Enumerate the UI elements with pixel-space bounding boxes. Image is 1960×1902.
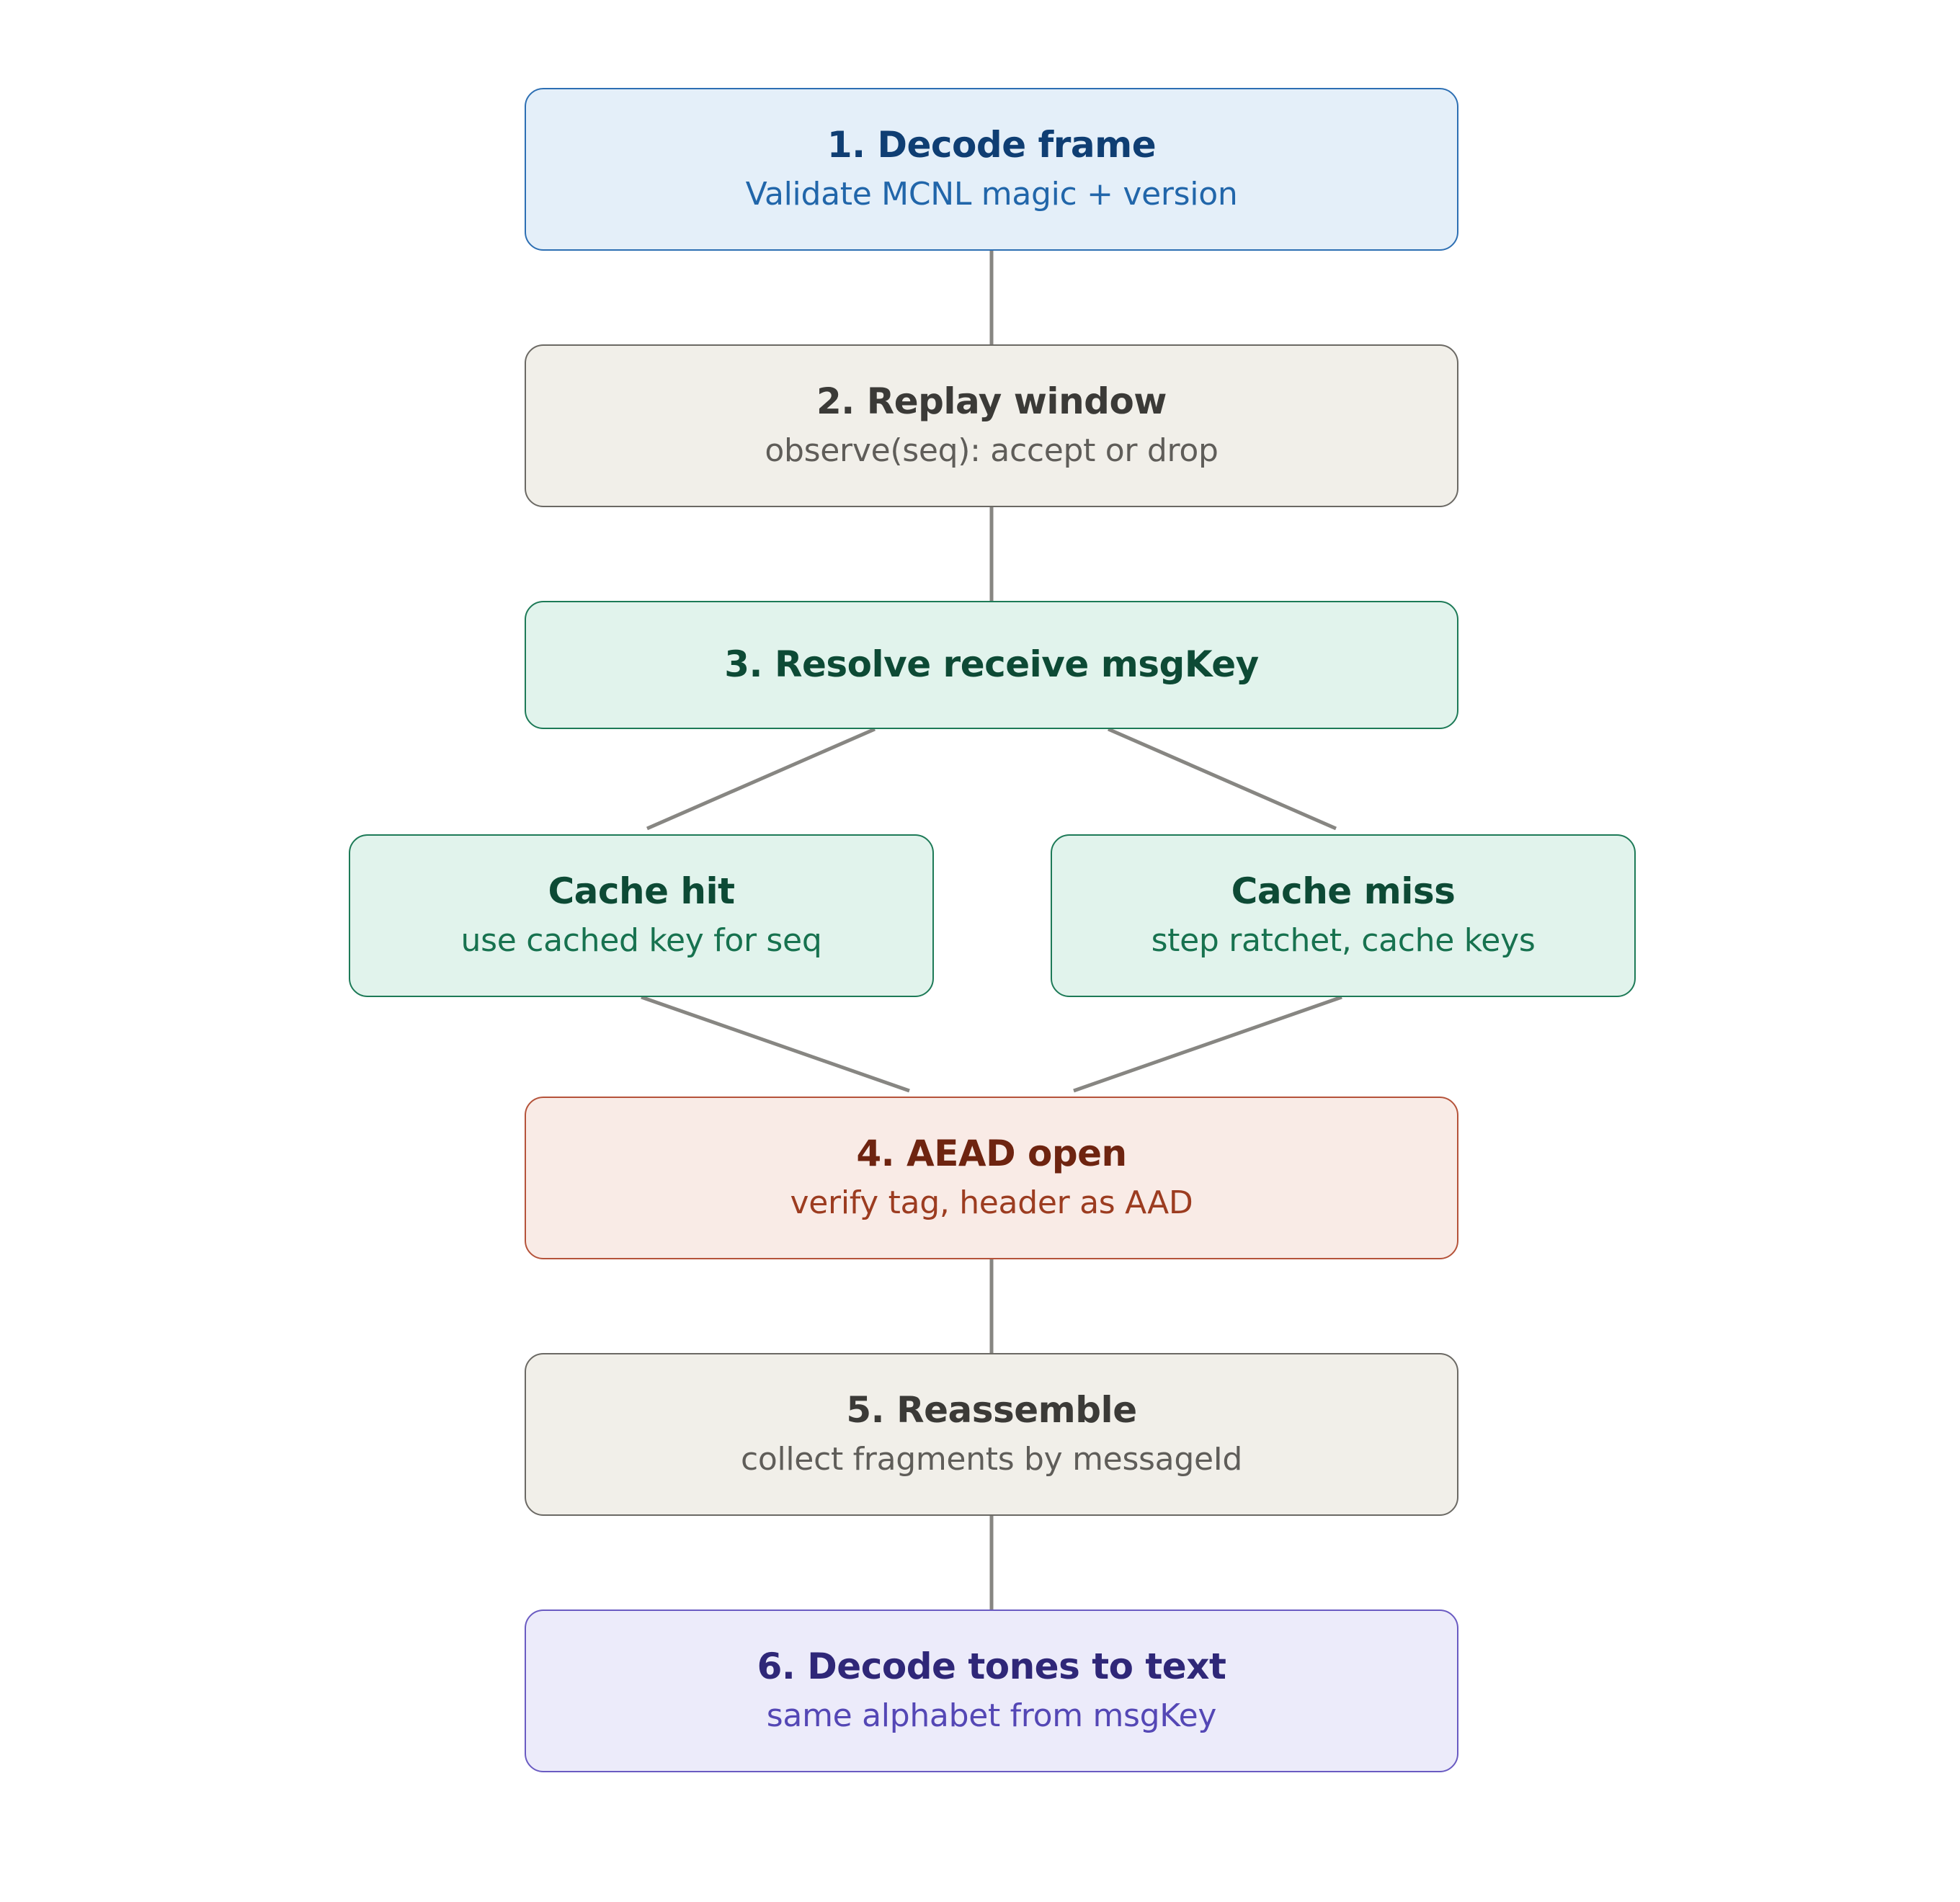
step-reassemble: 5. Reassemble collect fragments by messa… (525, 1353, 1458, 1516)
node-subtitle: collect fragments by messageId (740, 1441, 1243, 1478)
node-subtitle: same alphabet from msgKey (766, 1697, 1217, 1735)
node-subtitle: Validate MCNL magic + version (745, 176, 1238, 213)
connector-cache-hit-4 (641, 995, 910, 1093)
node-title: 5. Reassemble (846, 1388, 1137, 1431)
node-title: Cache hit (548, 870, 735, 912)
node-subtitle: step ratchet, cache keys (1151, 922, 1536, 960)
branch-cache-miss: Cache miss step ratchet, cache keys (1051, 834, 1636, 997)
step-decode-frame: 1. Decode frame Validate MCNL magic + ve… (525, 88, 1458, 251)
step-replay-window: 2. Replay window observe(seq): accept or… (525, 344, 1458, 507)
connector-cache-miss-4 (1073, 995, 1342, 1093)
node-title: Cache miss (1231, 870, 1456, 912)
node-title: 2. Replay window (816, 380, 1167, 422)
node-title: 1. Decode frame (827, 123, 1157, 166)
node-subtitle: use cached key for seq (460, 922, 822, 960)
node-title: 6. Decode tones to text (757, 1645, 1226, 1687)
connector-3-cache-hit (646, 727, 876, 831)
node-subtitle: observe(seq): accept or drop (765, 432, 1219, 470)
step-decode-tones-to-text: 6. Decode tones to text same alphabet fr… (525, 1609, 1458, 1772)
step-aead-open: 4. AEAD open verify tag, header as AAD (525, 1097, 1458, 1259)
node-title: 4. AEAD open (856, 1132, 1127, 1174)
step-resolve-receive-msgkey: 3. Resolve receive msgKey (525, 601, 1458, 729)
node-title: 3. Resolve receive msgKey (724, 643, 1259, 686)
branch-cache-hit: Cache hit use cached key for seq (349, 834, 934, 997)
node-subtitle: verify tag, header as AAD (790, 1184, 1193, 1222)
connector-3-cache-miss (1107, 727, 1337, 831)
